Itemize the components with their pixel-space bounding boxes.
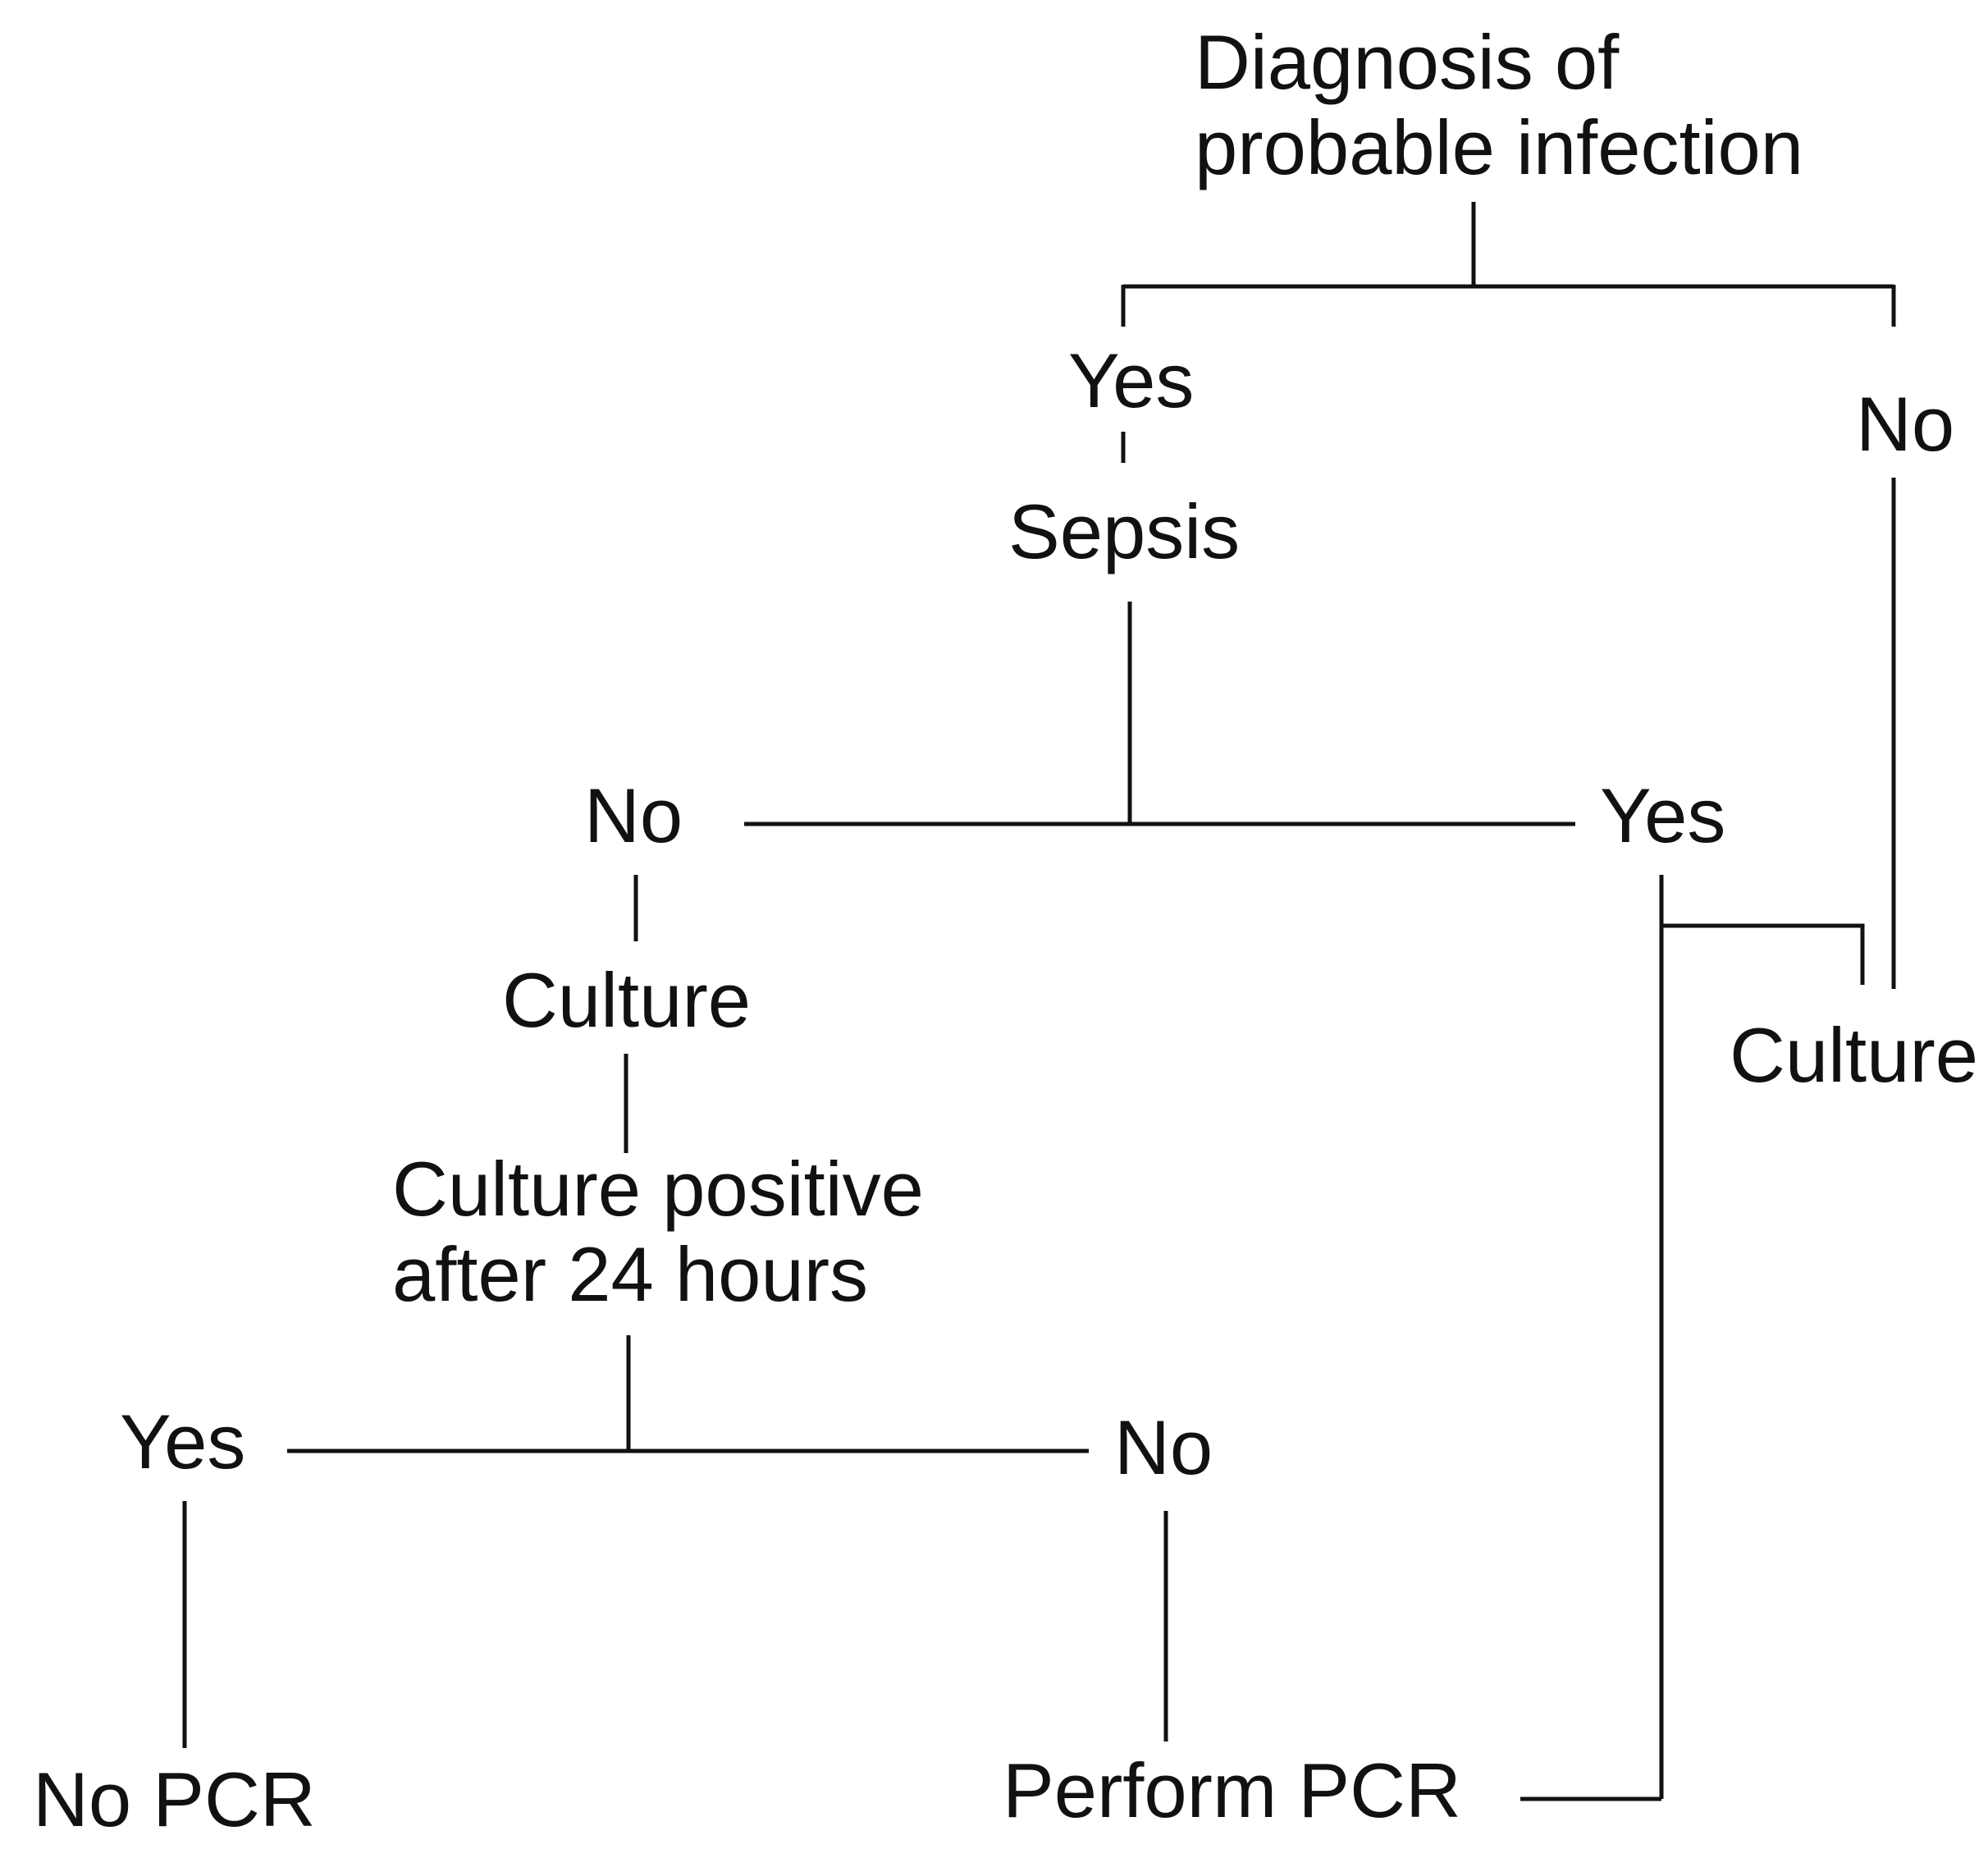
culture-positive-label-line2: after 24 hours bbox=[392, 1231, 869, 1317]
sepsis-label: Sepsis bbox=[1008, 488, 1241, 574]
positive-no-label: No bbox=[1114, 1404, 1213, 1490]
culture-positive-label-line1: Culture positive bbox=[392, 1146, 924, 1232]
sepsis-no-label: No bbox=[584, 772, 683, 858]
diagnosis-yes-label: Yes bbox=[1068, 337, 1195, 423]
diagnosis-no-label: No bbox=[1856, 381, 1955, 467]
perform-pcr-label: Perform PCR bbox=[1003, 1747, 1461, 1833]
no-pcr-label: No PCR bbox=[33, 1756, 316, 1842]
diagnosis-label-line1: Diagnosis of bbox=[1195, 19, 1620, 105]
connector-sepsis-yes-to-culture bbox=[1661, 923, 1865, 985]
diagnosis-label-line2: probable infection bbox=[1195, 104, 1804, 190]
culture-right-label: Culture bbox=[1730, 1012, 1979, 1098]
culture-left-label: Culture bbox=[502, 957, 752, 1043]
positive-yes-label: Yes bbox=[120, 1398, 246, 1485]
sepsis-yes-label: Yes bbox=[1600, 772, 1726, 858]
